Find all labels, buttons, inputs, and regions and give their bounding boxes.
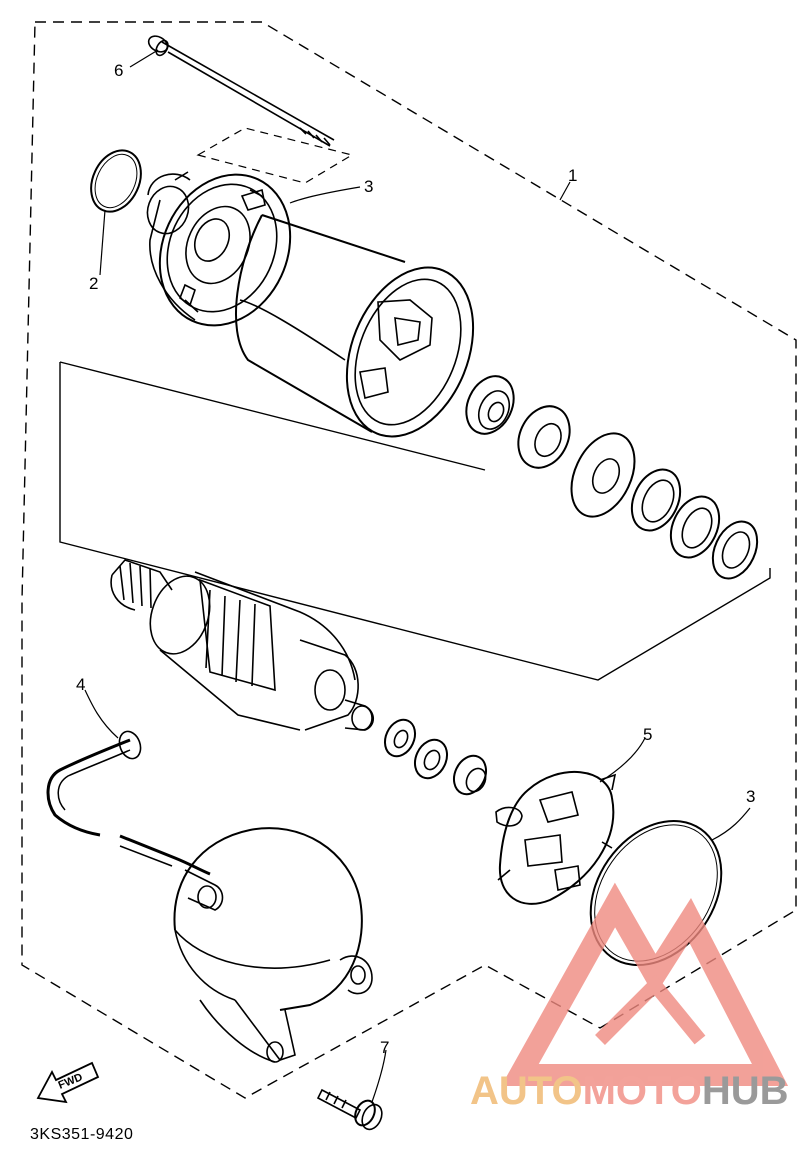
shim-group-frame <box>59 362 771 681</box>
armature-washer-2 <box>413 738 449 780</box>
washer-5 <box>711 520 759 580</box>
watermark-text-moto: MOTO <box>582 1069 702 1113</box>
washer-2 <box>570 432 636 518</box>
o-ring-small <box>90 149 142 213</box>
mounting-bolt <box>316 1088 383 1131</box>
callout-5: 5 <box>643 725 652 744</box>
leader-lines <box>84 49 751 1103</box>
bolt-reference-box <box>196 127 354 184</box>
assembly-boundary <box>21 21 797 1099</box>
rear-cover <box>173 827 373 1063</box>
washer-3 <box>630 468 682 532</box>
part-number: 3KS351-9420 <box>30 1126 134 1143</box>
callout-3-lower: 3 <box>746 787 755 806</box>
callout-6: 6 <box>114 61 123 80</box>
yoke-housing <box>235 214 475 438</box>
through-bolt <box>147 35 335 147</box>
watermark-text-hub: HUB <box>701 1069 789 1113</box>
brush-holder <box>495 770 617 905</box>
armature-bushing <box>452 754 488 796</box>
callout-4: 4 <box>76 675 85 694</box>
washer-1 <box>517 405 571 469</box>
fwd-arrow-icon: FWD <box>36 1061 100 1104</box>
watermark-logo-icon <box>501 882 789 1086</box>
front-cover <box>146 171 292 327</box>
lead-wire <box>46 730 211 876</box>
armature <box>110 559 375 731</box>
watermark-text: AUTOMOTOHUB <box>470 1067 789 1115</box>
callout-3-upper: 3 <box>364 177 373 196</box>
watermark-text-auto: AUTO <box>470 1069 583 1113</box>
bearing <box>465 375 515 435</box>
callout-7: 7 <box>380 1038 389 1057</box>
callout-1: 1 <box>568 166 577 185</box>
callout-2: 2 <box>89 274 98 293</box>
armature-washer-1 <box>383 718 417 758</box>
washer-4 <box>669 495 721 559</box>
